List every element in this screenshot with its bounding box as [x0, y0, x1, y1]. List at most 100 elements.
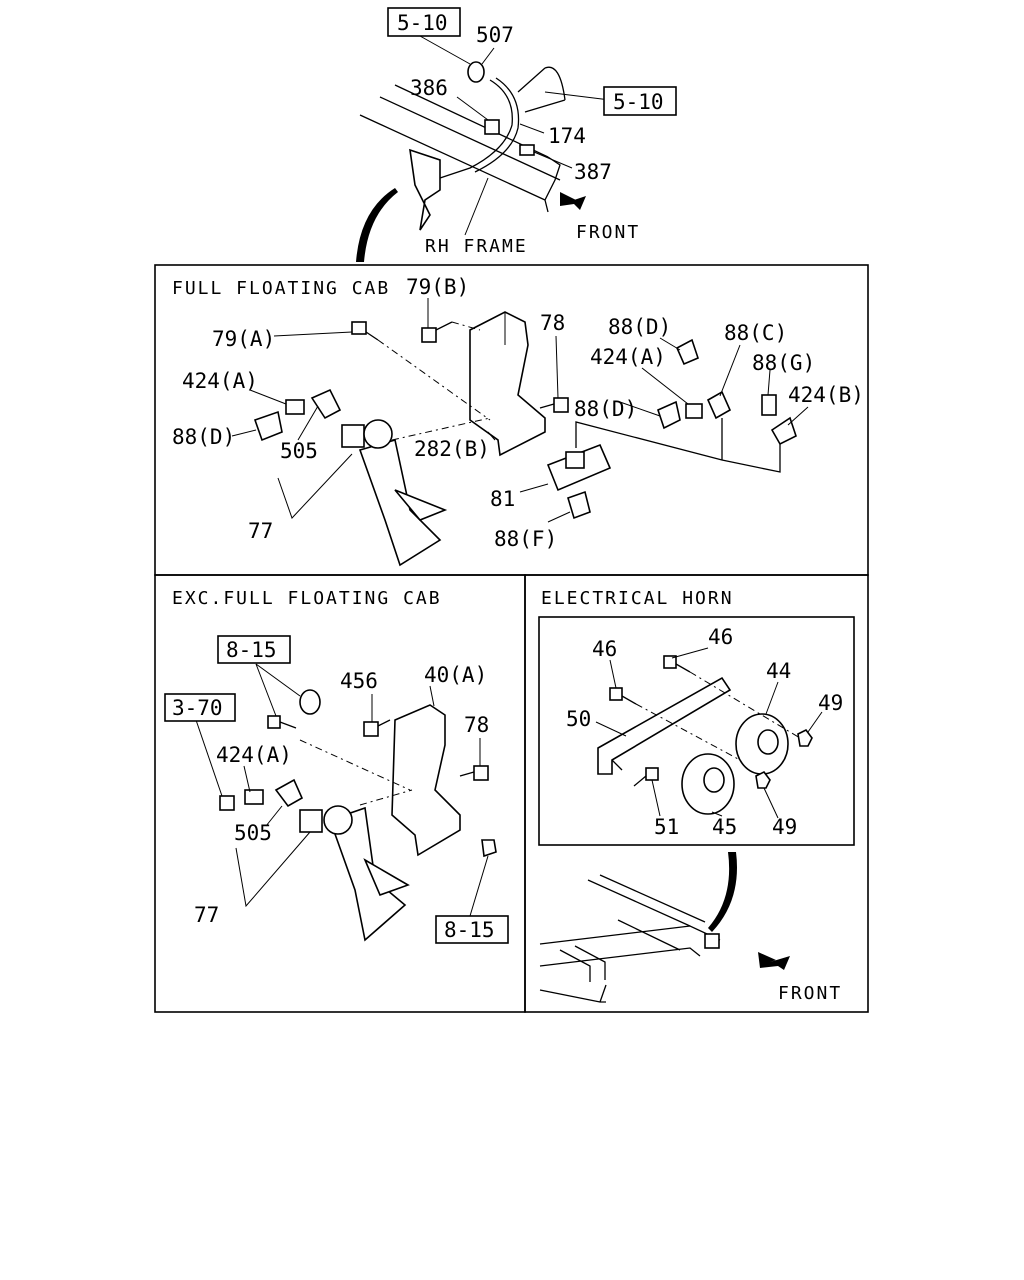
front-label: FRONT	[576, 222, 640, 243]
pointer-arrow-icon	[356, 188, 398, 262]
leader	[231, 429, 257, 437]
leader	[651, 779, 661, 817]
horn-valve	[299, 809, 323, 833]
part-label: 46	[708, 625, 733, 649]
leader	[544, 91, 611, 101]
fitting-505	[274, 778, 304, 808]
pointer-arrow-icon	[708, 852, 737, 932]
chassis-rail	[599, 874, 706, 923]
part-label: 78	[464, 713, 489, 737]
cross-member	[617, 919, 681, 951]
part-label: 49	[772, 815, 797, 839]
part-label: 505	[280, 439, 318, 463]
leader	[456, 96, 489, 121]
horn-valve	[341, 424, 365, 448]
part-label: 88(C)	[724, 321, 787, 345]
part-label: 46	[592, 637, 617, 661]
leader	[195, 719, 223, 797]
bolt-78	[473, 765, 489, 781]
fitting-88d	[253, 410, 283, 442]
assembly-line	[689, 671, 801, 739]
nut-49	[797, 728, 813, 747]
assembly-line	[299, 739, 411, 791]
ref-box	[164, 693, 236, 722]
clip	[299, 689, 321, 715]
leader	[763, 787, 779, 819]
horn-77	[358, 438, 442, 567]
fitting-88d-mid	[657, 400, 681, 430]
leader	[765, 681, 779, 715]
part-label: 45	[712, 815, 737, 839]
ref-box	[217, 635, 291, 664]
leader	[243, 765, 251, 793]
part-label: 44	[766, 659, 791, 683]
fitting-424a	[244, 789, 264, 805]
air-hose	[439, 79, 513, 179]
leader	[429, 685, 435, 707]
leader	[277, 453, 353, 519]
cross-member	[574, 945, 606, 980]
bracket-40a	[391, 704, 461, 857]
part-label: 50	[566, 707, 591, 731]
part-label: 88(F)	[494, 527, 557, 551]
fitting-387	[519, 144, 535, 156]
ref-box-label: 5-10	[613, 90, 664, 114]
part-label: 88(D)	[172, 425, 235, 449]
leader	[767, 369, 771, 396]
leader	[533, 151, 573, 169]
ref-box-label: 8-15	[226, 638, 277, 662]
section-title: FULL FLOATING CAB	[172, 278, 390, 299]
fitting-424b	[770, 416, 797, 446]
front-label: FRONT	[778, 983, 842, 1004]
ref-box	[603, 86, 677, 116]
chassis-rail	[539, 925, 721, 945]
leader	[671, 647, 709, 659]
part-label: 88(D)	[608, 315, 671, 339]
part-label: 49	[818, 691, 843, 715]
section-title: ELECTRICAL HORN	[541, 588, 734, 609]
assembly-line	[359, 789, 413, 806]
part-label: 79(B)	[406, 275, 469, 299]
fitting-505	[310, 388, 342, 420]
nut-49	[755, 770, 771, 789]
bolt-79a	[351, 321, 367, 335]
horn-body	[363, 419, 393, 449]
bolt-46	[609, 687, 623, 701]
leader	[273, 331, 353, 337]
leader	[547, 511, 571, 523]
bolt-46	[663, 655, 677, 669]
chassis-rail	[539, 947, 701, 967]
full-floating-section: FULL FLOATING CAB	[172, 275, 864, 567]
bolt-shank	[621, 695, 637, 705]
assembly-line	[635, 703, 741, 761]
chassis-rail	[539, 989, 606, 1003]
leader	[659, 337, 681, 351]
horn-mount	[704, 933, 720, 949]
frame-label: RH FRAME	[425, 236, 528, 257]
ref-box-label: 3-70	[172, 696, 223, 720]
bolt-shank	[377, 719, 391, 727]
horn-44-center	[757, 729, 779, 755]
leader	[595, 721, 627, 737]
leader	[519, 123, 545, 134]
leader	[481, 47, 495, 65]
leader	[469, 855, 489, 917]
part-label: 77	[194, 903, 219, 927]
part-label: 282(B)	[414, 437, 490, 461]
part-label: 386	[410, 76, 448, 100]
fitting-424a	[285, 399, 305, 415]
air-tank	[517, 66, 566, 113]
leader	[609, 659, 617, 689]
leader	[787, 406, 809, 426]
cross-member	[599, 984, 607, 1003]
fitting-88f	[567, 490, 591, 520]
fitting-3-70	[219, 795, 235, 811]
part-label: 174	[548, 124, 586, 148]
bracket-edge	[611, 759, 623, 771]
bolt-shank	[539, 403, 555, 409]
inset-box	[538, 616, 855, 846]
part-label: 78	[540, 311, 565, 335]
leader	[807, 711, 823, 733]
ref-box	[387, 7, 461, 37]
